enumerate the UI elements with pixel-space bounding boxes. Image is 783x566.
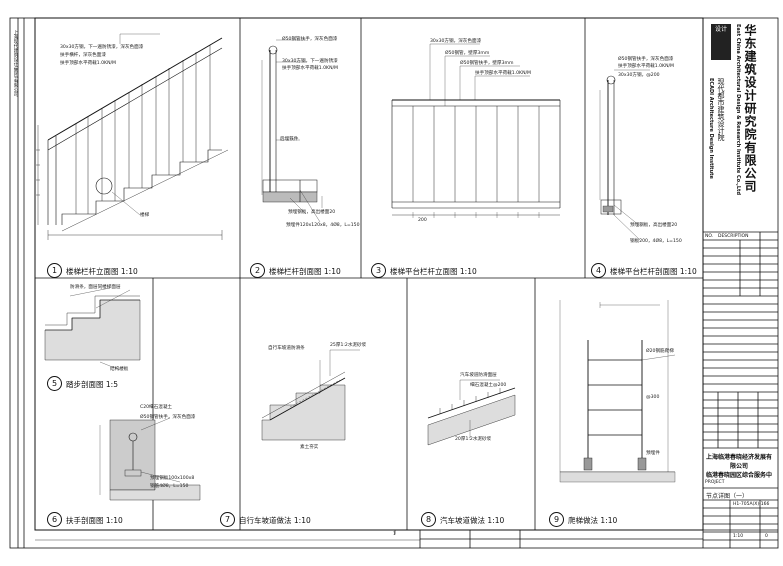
anno-d3-dim: 200 <box>418 218 427 223</box>
anno-d8-b: 20厚1:2水泥砂浆 <box>455 437 492 442</box>
anno-d4-plate: 钢板200，4Ø8，L=150 <box>630 239 682 244</box>
anno-d1-top: 30x30方钢，下一遍防锈漆，深灰色面漆 <box>60 45 144 50</box>
anno-d4-pipe: Ø50钢管扶手，深灰色面漆 <box>618 57 674 62</box>
project-name-2: 限公司 <box>730 463 749 470</box>
institute-name-cn: 现代都市建筑设计院 <box>717 78 725 141</box>
detail-number-7: 7 <box>220 512 235 527</box>
detail-number-8: 8 <box>421 512 436 527</box>
detail-title-4: 楼梯平台栏杆剖面图 1:10 <box>610 267 697 276</box>
detail-number-3: 3 <box>371 263 386 278</box>
anno-d8-a: 汽车坡道防滑面层 <box>460 373 497 378</box>
detail-9-linework <box>559 300 676 483</box>
detail-4-linework <box>599 69 650 241</box>
detail-title-9: 爬梯做法 1:10 <box>568 516 618 525</box>
anno-d2-plate: 预埋件120x120x8，4Ø8，L=150 <box>286 223 360 228</box>
anno-d2-anchor: 后埋铁件 <box>280 137 299 142</box>
detail-1-linework <box>36 33 229 240</box>
anno-d6-d: 钢筋4Ø8，L=150 <box>150 484 189 489</box>
detail-title-1: 楼梯栏杆立面图 1:10 <box>66 267 138 276</box>
detail-2-linework <box>261 39 323 223</box>
detail-number-2: 2 <box>250 263 265 278</box>
anno-d2-pipe: Ø50钢管扶手，深灰色面漆 <box>282 37 338 42</box>
anno-d7-b: 自行车坡道防滑条 <box>268 346 305 351</box>
anno-d2-base: 预埋钢板，高出楼面20 <box>288 210 336 215</box>
detail-title-2: 楼梯栏杆剖面图 1:10 <box>269 267 341 276</box>
anno-d3-load: 扶手顶部水平荷载1.0KN/M <box>475 71 532 76</box>
detail-6-linework <box>99 417 201 501</box>
anno-d2-load: 扶手顶部水平荷载1.0KN/M <box>282 66 339 71</box>
tb-label-no: NO. <box>705 234 714 239</box>
project-name-1: 上海临港春晓经济发展有 <box>706 454 773 461</box>
company-logo: 设计 <box>711 24 731 60</box>
project-label: PROJECT <box>705 480 725 485</box>
binding-note: 上海现代建筑设计(集团)有限公司 <box>13 30 18 97</box>
anno-d5-a: 防滑条，面层同楼梯面层 <box>70 285 121 290</box>
anno-d4-bar: 30x30方钢，@200 <box>618 73 660 78</box>
tb-label-description: DESCRIPTION <box>718 234 749 239</box>
anno-d3-top: 30x30方钢，深灰色面漆 <box>430 39 482 44</box>
drawing-scale: 1:10 <box>733 534 744 539</box>
detail-3-linework <box>391 43 561 218</box>
company-name-cn: 华东建筑设计研究院有限公司 <box>743 24 757 193</box>
detail-title-7: 自行车坡道做法 1:10 <box>239 516 311 525</box>
anno-d4-load: 扶手顶部水平荷载1.0KN/M <box>618 64 675 69</box>
detail-number-9: 9 <box>549 512 564 527</box>
drawing-title: 节点详图（一） <box>706 493 749 500</box>
detail-8-linework <box>427 379 516 446</box>
anno-d2-bar: 30x30方钢，下一遍防锈漆 <box>282 59 338 64</box>
anno-d6-a: C20细石混凝土 <box>140 405 173 410</box>
institute-name-en: ECADI Architecture Design Institute <box>708 78 714 179</box>
anno-d9-b: @300 <box>646 395 660 400</box>
anno-d1-base: 楼梯 <box>140 213 150 218</box>
detail-number-4: 4 <box>591 263 606 278</box>
anno-d9-a: Ø20钢筋爬梯 <box>646 349 674 354</box>
footer-marker: 1 <box>393 532 396 537</box>
detail-7-linework <box>261 349 360 441</box>
anno-d6-c: 预埋钢板100x100x8 <box>150 476 195 481</box>
anno-d7-a: 25厚1:2水泥砂浆 <box>330 343 367 348</box>
anno-d7-c: 素土夯实 <box>300 445 319 450</box>
detail-title-5: 踏步剖面图 1:5 <box>66 380 118 389</box>
anno-d3-pipe2: Ø50钢管扶手，壁厚3mm <box>460 61 514 66</box>
drawing-number: H1-705A(X)-166 <box>733 502 770 507</box>
detail-title-6: 扶手剖面图 1:10 <box>66 516 123 525</box>
anno-d5-b: 结构楼板 <box>110 367 129 372</box>
drawing-version: 0 <box>765 534 768 539</box>
anno-d6-b: Ø50钢管扶手，深灰色面漆 <box>140 415 196 420</box>
detail-title-8: 汽车坡道做法 1:10 <box>440 516 505 525</box>
anno-d3-pipe: Ø50钢管，壁厚3mm <box>445 51 490 56</box>
project-name-3: 临港春晓园区综合服务中 <box>706 472 773 479</box>
anno-d9-c: 预埋件 <box>646 451 660 456</box>
detail-5-linework <box>44 287 141 371</box>
anno-d1-load: 扶手顶部水平荷载1.0KN/M <box>60 61 117 66</box>
anno-d1-rail: 扶手横杆，深灰色面漆 <box>60 53 106 58</box>
company-name-en: East China Architectural Design & Resear… <box>735 24 741 196</box>
anno-d8-c: 细石混凝土@200 <box>470 383 507 388</box>
detail-title-3: 楼梯平台栏杆立面图 1:10 <box>390 267 477 276</box>
detail-number-6: 6 <box>47 512 62 527</box>
anno-d4-base: 预埋钢板，高出楼面20 <box>630 223 678 228</box>
detail-number-1: 1 <box>47 263 62 278</box>
detail-number-5: 5 <box>47 376 62 391</box>
